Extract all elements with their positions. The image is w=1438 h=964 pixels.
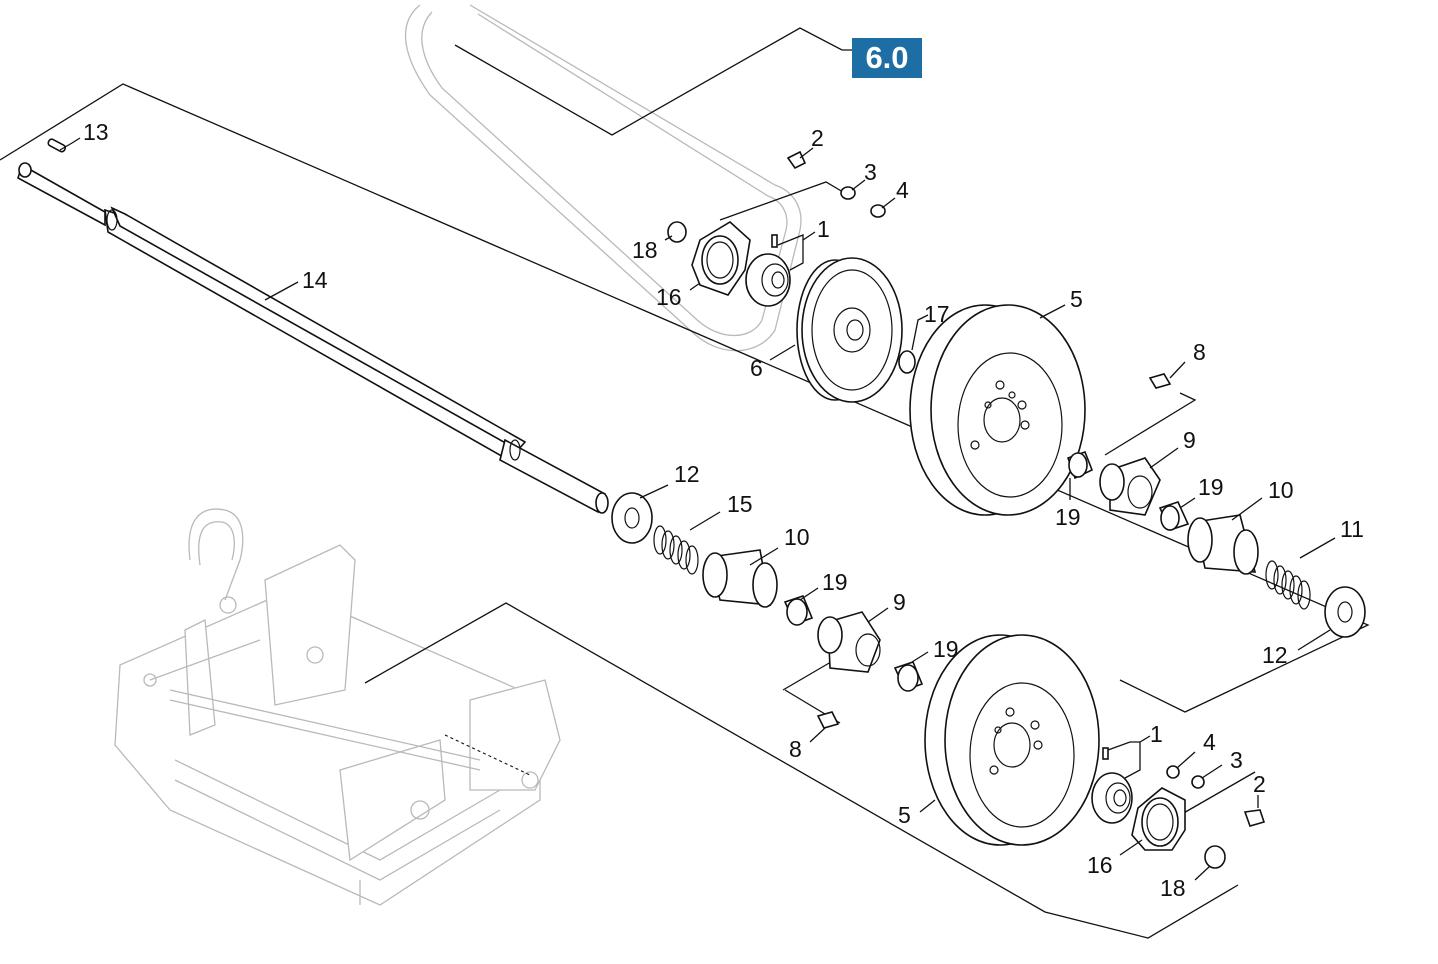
label-1-lower: 1 — [1150, 721, 1163, 747]
washer-12-right — [1324, 586, 1366, 638]
leader-lines — [0, 27, 1370, 939]
nut-4-upper — [870, 204, 886, 218]
label-8-lower: 8 — [789, 736, 802, 762]
upper-bearing-1 — [745, 234, 791, 307]
label-6: 6 — [750, 355, 763, 381]
wheel-5-upper — [909, 304, 1086, 516]
spacer-19-right2 — [1158, 501, 1190, 531]
label-4-upper: 4 — [896, 177, 909, 203]
label-2-upper: 2 — [811, 125, 824, 151]
label-19-upper-a: 19 — [1055, 504, 1081, 530]
spring-cover-10-right — [1187, 514, 1259, 575]
label-18-upper: 18 — [632, 237, 658, 263]
screw-2-upper — [786, 150, 807, 170]
label-1-upper: 1 — [817, 216, 830, 242]
label-10-upper: 10 — [1268, 477, 1294, 503]
hub-9-right — [1099, 457, 1161, 516]
wheel-5-lower — [924, 634, 1100, 846]
label-10-lower: 10 — [784, 524, 810, 550]
label-3-lower: 3 — [1230, 747, 1243, 773]
label-8-upper: 8 — [1193, 339, 1206, 365]
label-5-lower: 5 — [898, 802, 911, 828]
spacer-19-left — [783, 595, 814, 626]
spring-cover-10-left — [702, 549, 778, 608]
label-16-upper: 16 — [656, 284, 682, 310]
shaft-14 — [17, 162, 609, 514]
lower-bearing-flange-16 — [1131, 787, 1186, 851]
label-19-upper-b: 19 — [1198, 474, 1224, 500]
washer-17 — [898, 350, 916, 374]
lower-circlip-18 — [1204, 845, 1226, 869]
spring-15 — [653, 525, 699, 575]
label-4-lower: 4 — [1203, 729, 1216, 755]
washer-12-left — [611, 492, 653, 544]
label-2-lower: 2 — [1253, 771, 1266, 797]
lower-bearing-1 — [1091, 747, 1133, 824]
label-19-lower-a: 19 — [822, 569, 848, 595]
spacer-19-left2 — [893, 661, 924, 692]
label-15: 15 — [727, 491, 753, 517]
spring-11 — [1265, 560, 1311, 610]
key-13 — [47, 138, 67, 153]
label-3-upper: 3 — [864, 159, 877, 185]
label-9-upper: 9 — [1183, 427, 1196, 453]
label-11: 11 — [1340, 516, 1364, 542]
screw-8-upper — [1148, 373, 1172, 389]
label-16-lower: 16 — [1087, 852, 1113, 878]
screw-2-lower — [1243, 809, 1266, 827]
upper-circlip-18 — [667, 221, 687, 243]
screw-8-lower — [816, 711, 840, 729]
label-5-upper: 5 — [1070, 286, 1083, 312]
label-18-lower: 18 — [1160, 875, 1186, 901]
shaft-axis-dash — [444, 734, 531, 776]
label-19-lower-b: 19 — [933, 636, 959, 662]
washer-3-upper — [840, 186, 856, 200]
label-12-right: 12 — [1262, 642, 1288, 668]
label-17: 17 — [924, 301, 950, 327]
ghost-belt — [404, 4, 802, 352]
nut-4-lower — [1166, 765, 1180, 779]
spacer-19-right — [1066, 450, 1094, 480]
label-14: 14 — [302, 267, 328, 293]
hub-9-left — [817, 611, 881, 673]
pulley-6 — [796, 257, 903, 403]
label-12-left: 12 — [674, 461, 700, 487]
section-badge: 6.0 — [852, 38, 922, 78]
label-13: 13 — [83, 119, 109, 145]
callout-lines — [59, 137, 1336, 881]
part-labels: 13 14 2 3 4 18 1 16 6 17 5 8 9 19 19 10 … — [83, 119, 1364, 901]
upper-bearing-flange-16 — [691, 221, 751, 296]
ghost-mower-body — [114, 508, 561, 906]
label-9-lower: 9 — [893, 589, 906, 615]
washer-3-lower — [1191, 775, 1205, 789]
